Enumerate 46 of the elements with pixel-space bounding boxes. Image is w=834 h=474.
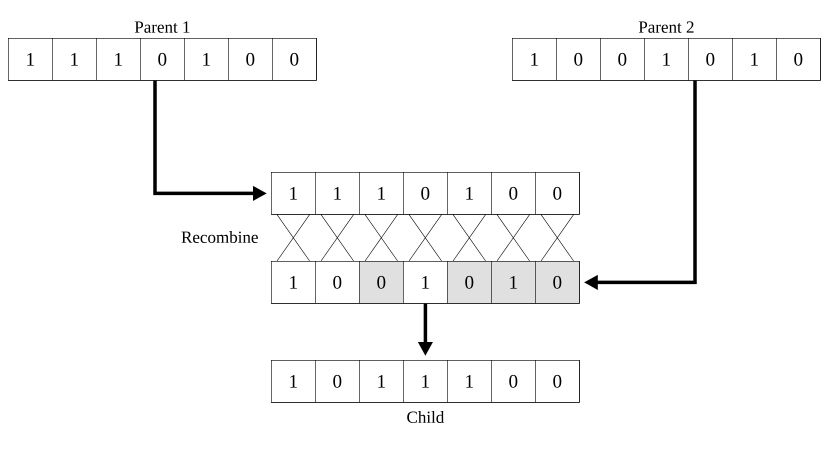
bit-cell: 0 [315,261,360,304]
crossover-lines [320,214,354,262]
bit-cell: 1 [96,38,141,81]
bit-cell: 1 [644,38,689,81]
crossover-lines [452,214,486,262]
bit-cell: 1 [447,360,492,403]
bit-cell: 0 [315,360,360,403]
bit-cell: 1 [359,172,404,215]
crossover-lines [496,214,530,262]
bit-cell: 1 [512,38,557,81]
bit-cell: 1 [447,172,492,215]
bit-cell: 1 [359,360,404,403]
bit-cell: 0 [491,360,536,403]
bit-cell: 0 [535,261,580,304]
node-label: Parent 2 [638,21,694,33]
bit-cell: 0 [556,38,601,81]
bit-cell: 1 [52,38,97,81]
crossover-lines [540,214,574,262]
bit-cell: 1 [8,38,53,81]
crossover-lines [364,214,398,262]
bit-cell: 0 [359,261,404,304]
bit-cell: 0 [535,360,580,403]
bit-cell: 1 [184,38,229,81]
bit-cell: 0 [776,38,821,81]
row-label: Recombine [182,231,258,243]
bit-cell: 0 [272,38,317,81]
bit-cell: 0 [403,172,448,215]
bit-cell: 1 [271,261,316,304]
bit-cell: 0 [535,172,580,215]
bit-cell: 1 [491,261,536,304]
bit-cell: 0 [228,38,273,81]
node-label: Child [407,411,444,423]
bit-cell: 1 [403,261,448,304]
node-label: Parent 1 [134,21,190,33]
bit-cell: 1 [271,360,316,403]
crossover-lines [408,214,442,262]
bit-cell: 0 [447,261,492,304]
bit-cell: 0 [140,38,185,81]
bit-cell: 0 [688,38,733,81]
bit-cell: 0 [491,172,536,215]
bit-cell: 0 [600,38,645,81]
bit-cell: 1 [403,360,448,403]
bit-cell: 1 [271,172,316,215]
crossover-lines [276,214,310,262]
bit-cell: 1 [315,172,360,215]
bit-cell: 1 [732,38,777,81]
